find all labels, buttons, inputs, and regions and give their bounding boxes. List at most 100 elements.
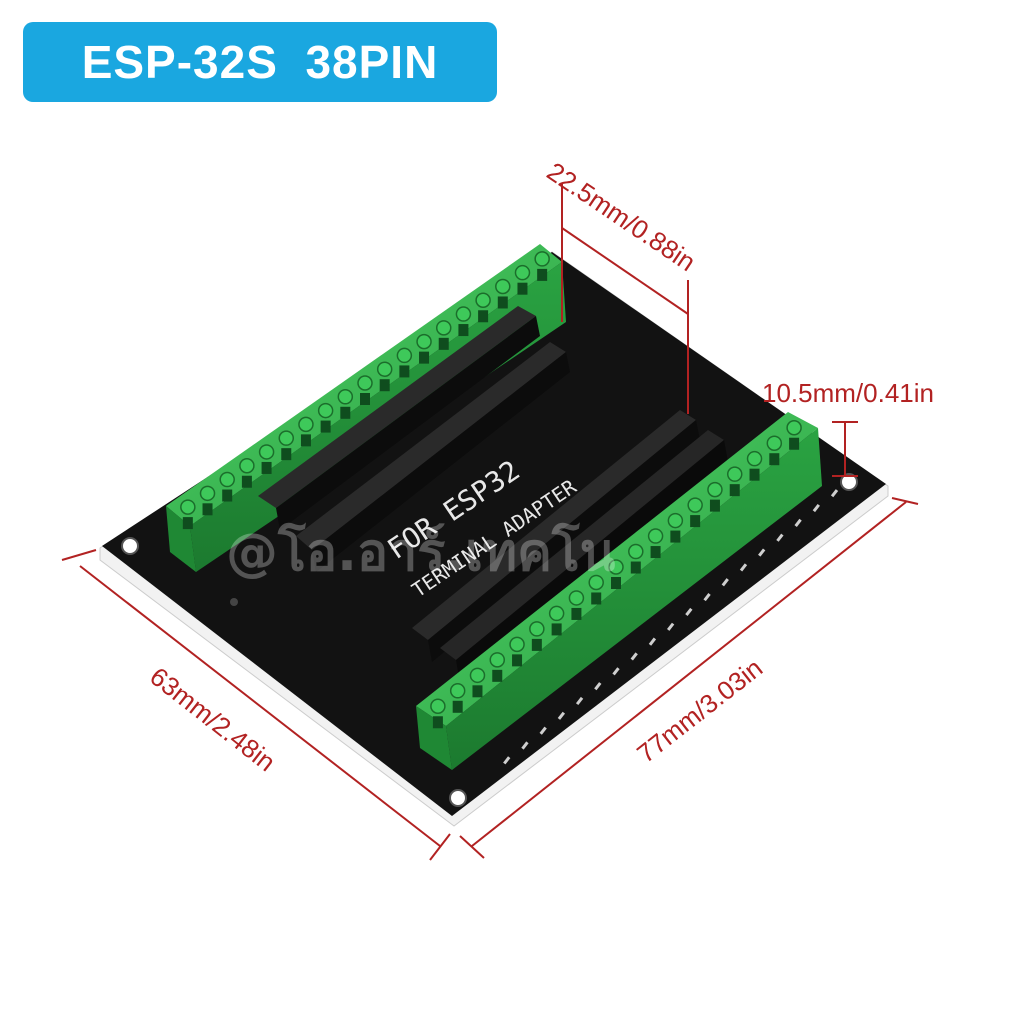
terminal-screw-opening (611, 577, 621, 589)
terminal-screw-opening (551, 623, 562, 636)
terminal-screw (317, 402, 334, 419)
terminal-screw-opening (419, 351, 430, 364)
pin-label-mark (557, 711, 566, 720)
terminal-screw (180, 499, 196, 515)
terminal-screw (278, 430, 295, 446)
terminal-screw-opening (458, 324, 469, 337)
pin-label-mark (830, 489, 839, 498)
terminal-screw (726, 466, 743, 482)
terminal-screw (509, 636, 525, 653)
terminal-screw (588, 574, 604, 591)
terminal-screw-opening (399, 365, 410, 378)
terminal-screw-opening (492, 669, 503, 682)
terminal-screw-opening (497, 296, 508, 309)
terminal-screw (258, 444, 275, 460)
pcb-board (102, 252, 886, 816)
terminal-screw-opening (478, 310, 489, 323)
pin-label-mark (594, 682, 602, 691)
terminal-screw-opening (281, 448, 292, 461)
terminal-screw-opening (537, 268, 548, 281)
terminal-screw-opening (438, 337, 449, 350)
terminal-screw (608, 559, 624, 575)
terminal-screw (298, 416, 314, 433)
pin-label-mark (648, 637, 657, 646)
dimension-terminal-height-label: 10.5mm/0.41in (762, 378, 934, 408)
terminal-screw-opening (650, 546, 661, 559)
terminal-screw-opening (531, 638, 542, 651)
title-text: ESP-32S 38PIN (81, 36, 439, 88)
terminal-screw (489, 652, 506, 668)
pin-label-mark (721, 578, 729, 587)
watermark: @โอ.อาร์.เทคโน (226, 521, 616, 583)
pin-label-mark (812, 503, 820, 513)
terminal-screw-opening (222, 489, 233, 502)
terminal-screw-opening (571, 607, 582, 620)
terminal-screw-opening (300, 434, 311, 447)
pin-label-mark (575, 696, 584, 706)
terminal-screw (514, 264, 531, 281)
terminal-screw (495, 278, 511, 295)
terminal-screw-opening (432, 716, 443, 729)
dimension-width (61, 549, 451, 861)
terminal-screw-opening (630, 561, 641, 574)
terminal-screw (746, 450, 763, 467)
pin-label-mark (776, 533, 784, 542)
terminal-screw-opening (360, 393, 370, 405)
terminal-screw (667, 512, 684, 529)
pin-label-mark (794, 518, 802, 527)
terminal-screw (786, 419, 802, 436)
terminal-screw (529, 621, 545, 637)
terminal-screw-opening (517, 282, 528, 295)
terminal-screw (449, 683, 466, 699)
pin-label-mark (758, 548, 766, 557)
pin-label-mark (685, 607, 693, 617)
terminal-screw-opening (320, 420, 331, 433)
terminal-screw-opening (749, 468, 760, 481)
terminal-screw (548, 605, 565, 622)
terminal-screw-opening (769, 453, 780, 466)
pin-label-mark (739, 563, 748, 572)
terminal-screw-opening (670, 530, 681, 543)
dimension-length (459, 497, 919, 859)
terminal-screw (239, 457, 255, 474)
terminal-screw (396, 347, 413, 364)
dimension-header-gap (561, 184, 689, 414)
terminal-screw-opening (472, 685, 483, 698)
terminal-screw-opening (379, 379, 390, 392)
terminal-screw (647, 528, 664, 544)
terminal-screw (707, 481, 723, 498)
dimension-header-gap-label: 22.5mm/0.88in (542, 156, 701, 277)
pin-label-mark (612, 667, 620, 676)
terminal-screw (430, 698, 446, 715)
terminal-screw-opening (789, 437, 800, 450)
terminal-screw-opening (202, 503, 213, 516)
terminal-screw (435, 320, 452, 336)
terminal-screw-opening (709, 499, 720, 512)
terminal-screw (219, 471, 235, 488)
pin-label-mark (521, 741, 529, 750)
terminal-screw (687, 497, 703, 513)
dimension-terminal-height (832, 421, 858, 477)
pin-labels (503, 489, 839, 765)
terminal-screw-opening (261, 461, 272, 474)
terminal-screw (455, 306, 472, 322)
terminal-screw-opening (512, 654, 523, 667)
terminal-screw-opening (452, 700, 463, 713)
pin-label-mark (666, 622, 675, 631)
terminal-screw (376, 361, 393, 377)
terminal-screw (568, 590, 585, 606)
terminal-screw (475, 292, 491, 309)
terminal-screw (534, 251, 550, 267)
pin-label-mark (630, 652, 638, 661)
terminal-screw (337, 389, 354, 405)
terminal-screw (469, 667, 486, 684)
terminal-screw-opening (729, 484, 740, 497)
pin-label-mark (503, 756, 511, 765)
pin-label-mark (703, 593, 711, 602)
terminal-screw (357, 375, 373, 391)
terminal-screw (416, 333, 432, 350)
terminal-screw (766, 435, 783, 451)
mounting-holes (121, 473, 858, 807)
terminal-screw-opening (182, 517, 193, 530)
